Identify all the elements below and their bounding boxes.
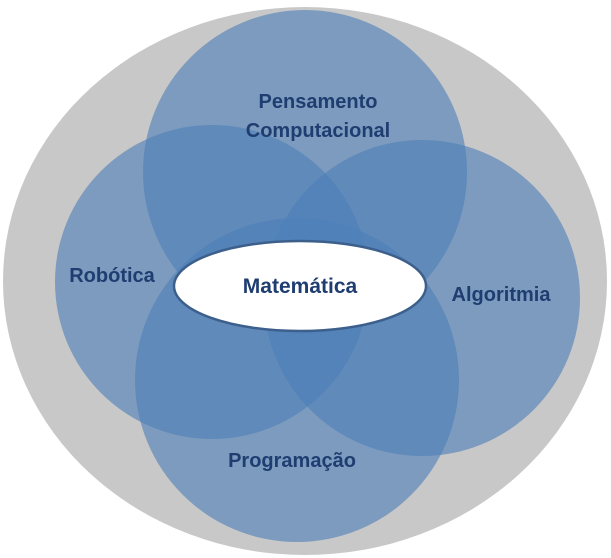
label-robotica: Robótica bbox=[69, 265, 155, 287]
center-ellipse bbox=[172, 239, 428, 333]
label-programacao: Programação bbox=[228, 450, 356, 472]
label-algoritmia: Algoritmia bbox=[452, 284, 552, 306]
label-computacional: Computacional bbox=[246, 120, 390, 142]
center-label: Matemática bbox=[243, 275, 358, 298]
label-pensamento: Pensamento bbox=[259, 91, 378, 113]
